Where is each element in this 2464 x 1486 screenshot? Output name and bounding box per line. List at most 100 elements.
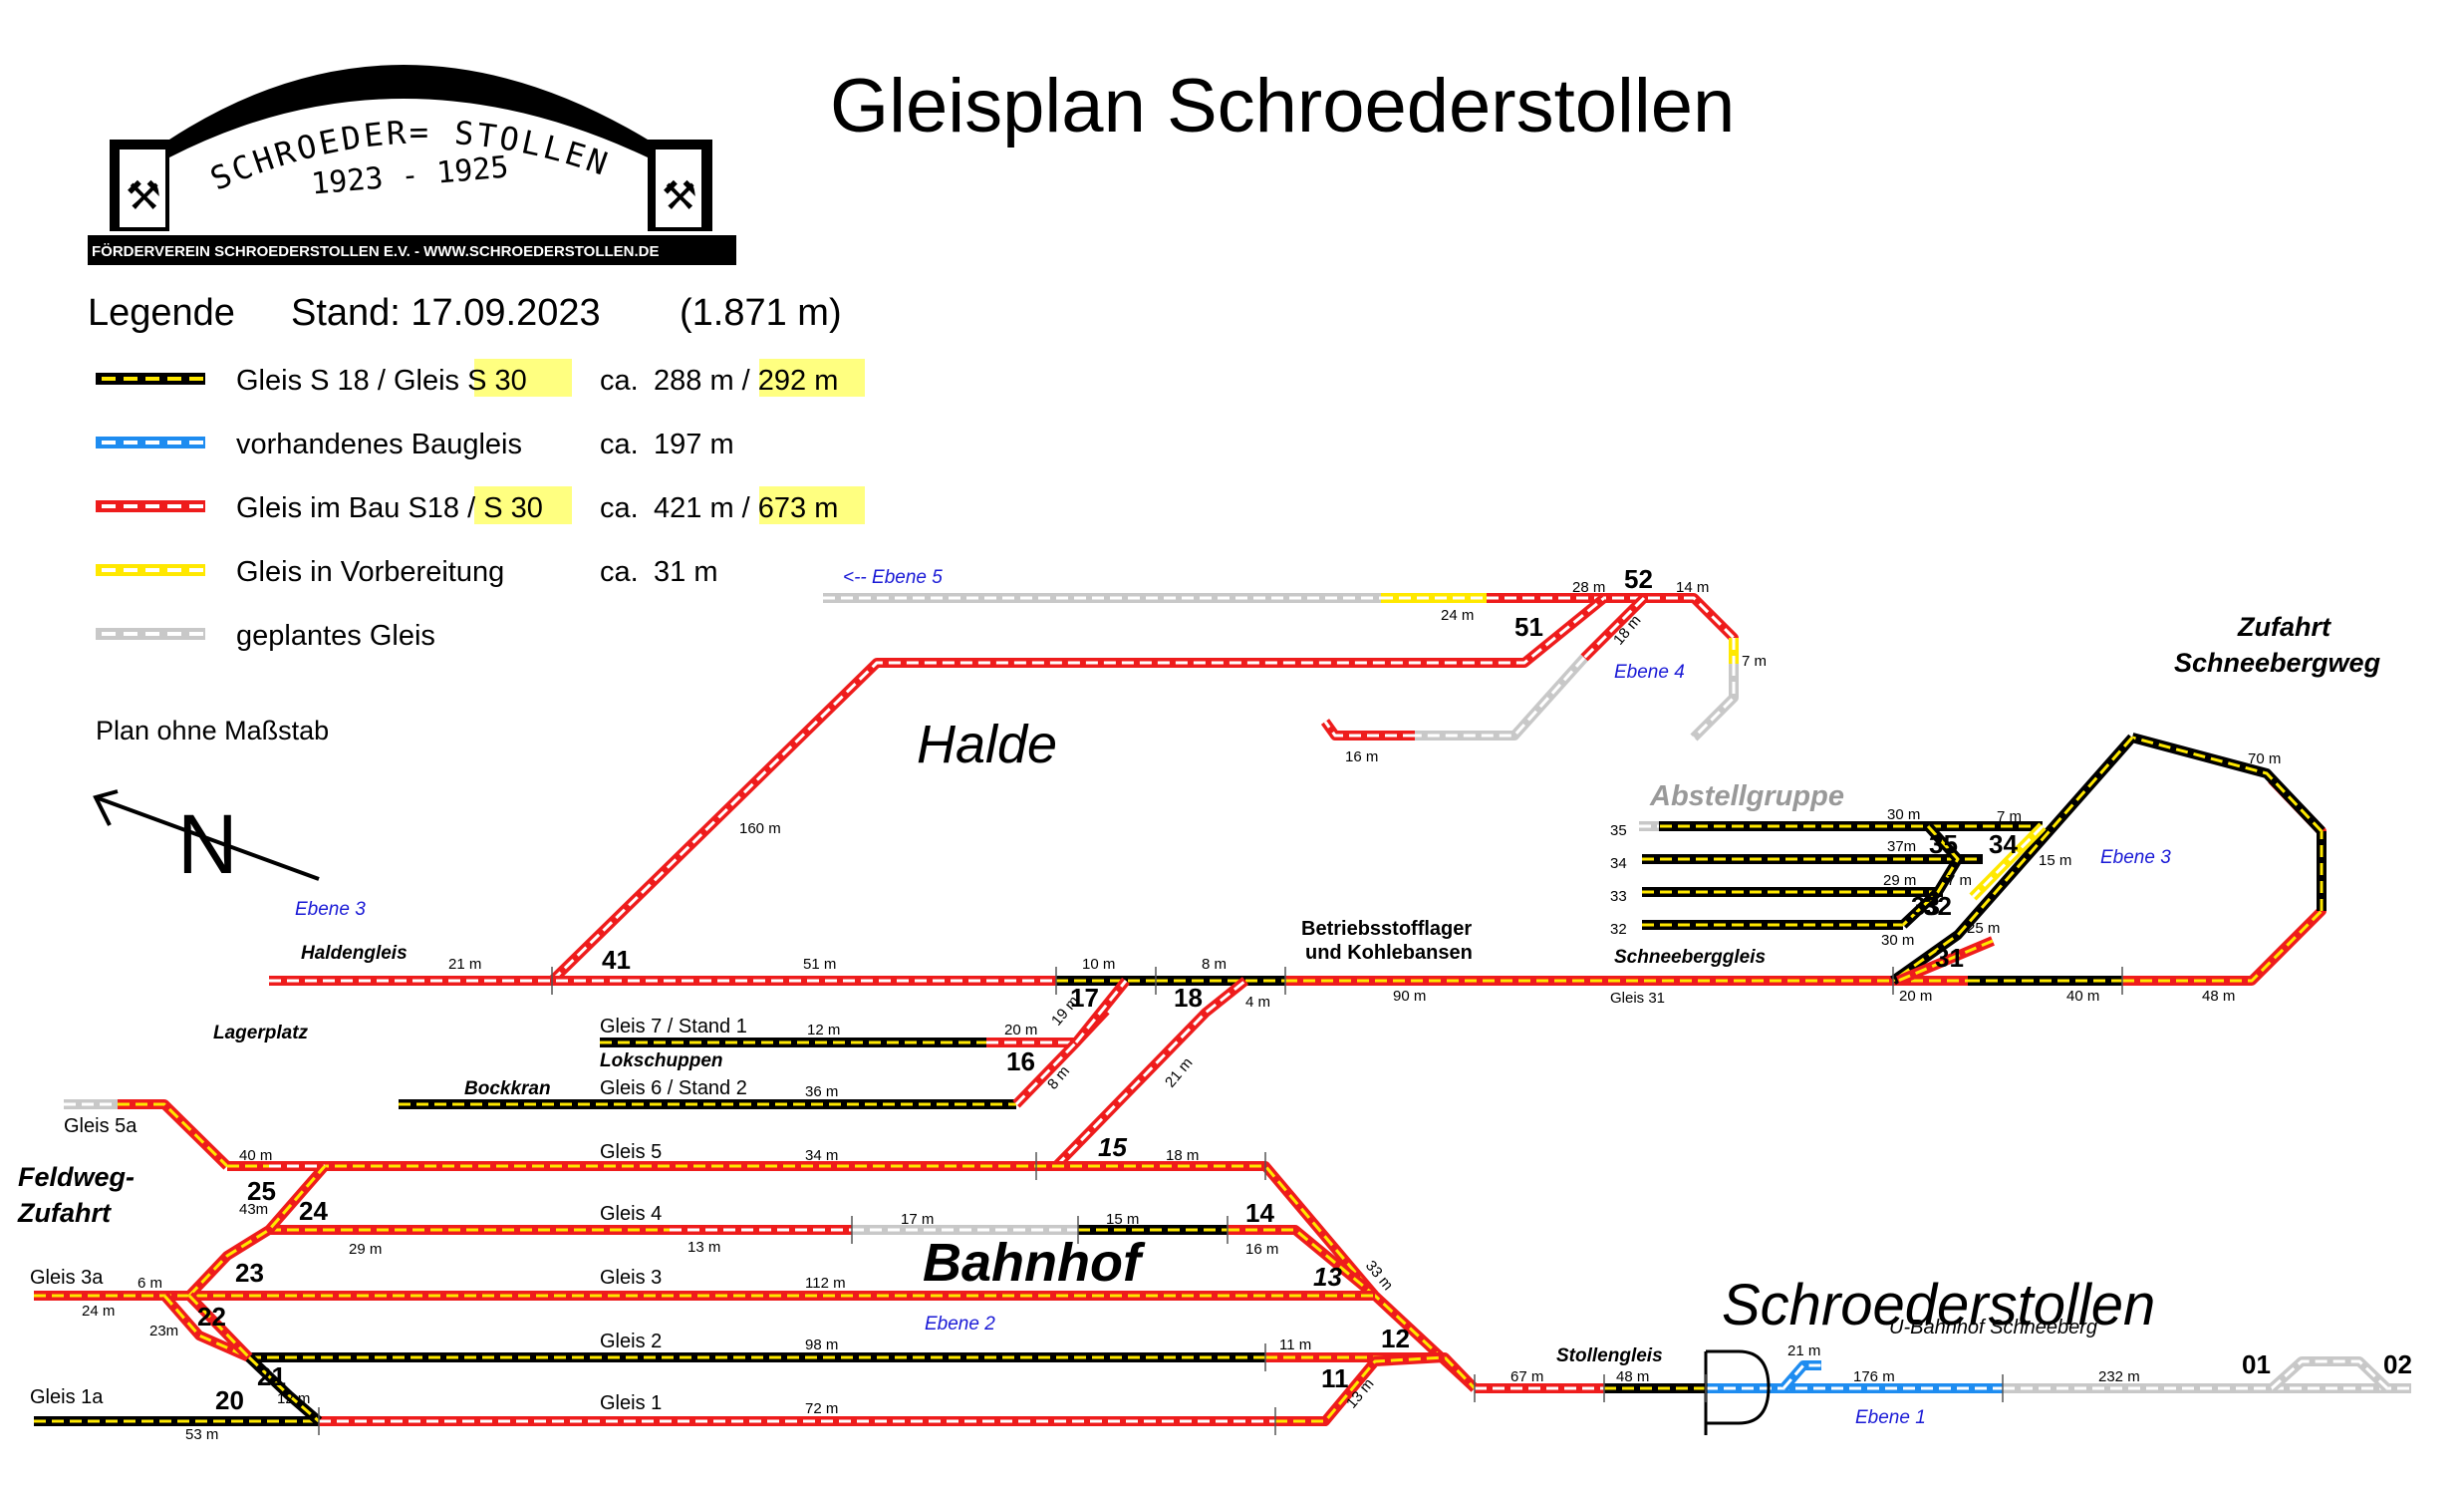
label-switches-t34: 34 bbox=[1610, 855, 1627, 872]
track-gleis1-13m-dash bbox=[1275, 1355, 1446, 1423]
track-zufahrt-diag-dash bbox=[1892, 737, 2134, 983]
label-measures-m48a: 48 m bbox=[2202, 988, 2235, 1005]
tunnel-portal-icon bbox=[1706, 1349, 1771, 1425]
track-gleis4-16m-dash bbox=[1228, 1228, 1376, 1298]
legend-length: 288 m / 292 m bbox=[654, 365, 838, 397]
logo-footer: FÖRDERVEREIN SCHROEDERSTOLLEN E.V. - WWW… bbox=[92, 243, 660, 260]
label-measures-m17: 17 m bbox=[901, 1211, 934, 1228]
label-measures-m21c: 21 m bbox=[1787, 1342, 1820, 1359]
track-e4-planned-dash bbox=[1692, 664, 1736, 740]
label-switches-s20: 20 bbox=[215, 1385, 244, 1415]
ebene-5: <-- Ebene 5 bbox=[843, 567, 943, 588]
legend-row: geplantes Gleis bbox=[96, 620, 435, 652]
label-measures-m30b: 30 m bbox=[1887, 806, 1920, 823]
track-19m-dash bbox=[1074, 980, 1128, 1043]
label-measures-m37: 37m bbox=[1887, 838, 1916, 855]
label-measures-m48b: 48 m bbox=[1616, 1368, 1649, 1385]
track-e4-planned bbox=[1690, 664, 1739, 742]
label-switches-s33: 33 bbox=[1911, 891, 1940, 921]
area-ubahnhof: U-Bahnhof Schneeberg bbox=[1889, 1317, 2097, 1338]
area-schroederstollen: Schroederstollen bbox=[1722, 1273, 2155, 1337]
label-measures-m29b: 29 m bbox=[349, 1241, 382, 1258]
label-switches-t32: 32 bbox=[1610, 921, 1627, 938]
label-measures-m10: 10 m bbox=[1082, 956, 1115, 973]
legend-length: 31 m bbox=[654, 556, 717, 588]
area-betrieb-2: und Kohlebansen bbox=[1305, 942, 1473, 964]
label-measures-m21b: 21 m bbox=[1162, 1054, 1196, 1090]
legend-ca: ca. bbox=[600, 365, 639, 397]
label-gleis_labels-g2: Gleis 2 bbox=[600, 1331, 662, 1352]
label-measures-m18a: 18 m bbox=[1610, 612, 1644, 648]
label-switches-s17: 17 bbox=[1070, 983, 1099, 1013]
legend-total: (1.871 m) bbox=[680, 292, 842, 334]
label-measures-m232: 232 m bbox=[2098, 1368, 2140, 1385]
label-measures-m67: 67 m bbox=[1510, 1368, 1543, 1385]
label-measures-m15a: 15 m bbox=[2039, 852, 2071, 869]
logo-hammer-left-icon: ⚒ bbox=[126, 173, 161, 219]
label-measures-m36: 36 m bbox=[805, 1083, 838, 1100]
track-e4-planned-2-dash bbox=[1415, 656, 1586, 738]
tracks bbox=[34, 593, 2411, 1426]
area-halde: Halde bbox=[917, 715, 1057, 774]
label-gleis_labels-g1: Gleis 1 bbox=[600, 1392, 662, 1414]
label-gleis_labels-g7: Gleis 7 / Stand 1 bbox=[600, 1016, 747, 1038]
page-title: Gleisplan Schroederstollen bbox=[830, 64, 1735, 149]
label-measures-m12b: 12 m bbox=[277, 1390, 310, 1407]
label-gleis_labels-g3a: Gleis 3a bbox=[30, 1267, 104, 1289]
label-measures-m25: 25 m bbox=[1967, 920, 2000, 937]
track-e4-16m bbox=[1320, 719, 1415, 741]
ebene-3-left: Ebene 3 bbox=[295, 899, 366, 920]
legend-highlight bbox=[474, 486, 572, 524]
label-switches-s32: 32 bbox=[1923, 891, 1952, 921]
label-measures-m14: 14 m bbox=[1676, 579, 1709, 596]
label-switches-p02: 02 bbox=[2383, 1349, 2412, 1379]
label-switches-s52: 52 bbox=[1624, 564, 1653, 594]
legend-length: 197 m bbox=[654, 429, 734, 460]
label-measures-m7c: 7 m bbox=[1742, 653, 1767, 670]
label-switches-t35: 35 bbox=[1610, 822, 1627, 839]
label-measures-m40a: 40 m bbox=[2066, 988, 2099, 1005]
label-measures-m160: 160 m bbox=[739, 820, 781, 837]
label-measures-m16b: 16 m bbox=[1245, 1241, 1278, 1258]
label-measures-m53: 53 m bbox=[185, 1426, 218, 1443]
logo: ⚒ ⚒ SCHROEDER= STOLLEN. 1923 - 1925 FÖRD… bbox=[0, 0, 736, 265]
label-gleis_labels-g1a: Gleis 1a bbox=[30, 1386, 104, 1408]
legend-stand: Stand: 17.09.2023 bbox=[291, 292, 601, 334]
label-measures-m12a: 12 m bbox=[807, 1022, 840, 1039]
label-measures-m40b: 40 m bbox=[239, 1147, 272, 1164]
label-gleis_labels-g4: Gleis 4 bbox=[600, 1203, 662, 1225]
legend: Legende Stand: 17.09.2023 (1.871 m) Glei… bbox=[88, 292, 865, 652]
label-switches-s14: 14 bbox=[1245, 1198, 1274, 1228]
label-measures-m51: 51 m bbox=[803, 956, 836, 973]
label-switches-s15: 15 bbox=[1098, 1132, 1127, 1162]
siding-ladder-2-dash bbox=[1971, 824, 2045, 899]
label-measures-m112: 112 m bbox=[805, 1275, 846, 1292]
track-ubahnhof-dash bbox=[2270, 1359, 2389, 1390]
label-switches-s12: 12 bbox=[1381, 1324, 1410, 1353]
label-measures-m28: 28 m bbox=[1572, 579, 1605, 596]
label-measures-m13a: 13 m bbox=[687, 1239, 720, 1256]
label-switches-s35: 35 bbox=[1929, 829, 1958, 859]
area-stollengleis: Stollengleis bbox=[1556, 1345, 1663, 1366]
label-measures-m18b: 18 m bbox=[1166, 1147, 1199, 1164]
label-measures-m15b: 15 m bbox=[1106, 1211, 1139, 1228]
ebene-4: Ebene 4 bbox=[1614, 662, 1685, 683]
label-switches-s16: 16 bbox=[1006, 1046, 1035, 1076]
label-measures-m20b: 20 m bbox=[1004, 1022, 1037, 1039]
label-switches-s41: 41 bbox=[602, 945, 631, 975]
track-baugleis-21m-dash bbox=[1781, 1363, 1821, 1389]
label-gleis_labels-g5: Gleis 5 bbox=[600, 1141, 662, 1163]
track-gleis5a-red-dash bbox=[118, 1102, 229, 1168]
label-measures-m98: 98 m bbox=[805, 1337, 838, 1353]
ebene-2: Ebene 2 bbox=[925, 1314, 995, 1335]
label-measures-m70: 70 m bbox=[2248, 750, 2281, 767]
label-gleis_labels-g5a: Gleis 5a bbox=[64, 1115, 137, 1137]
ebene-3-right: Ebene 3 bbox=[2100, 847, 2171, 868]
track-48m bbox=[2122, 775, 2327, 986]
legend-ca: ca. bbox=[600, 556, 639, 588]
label-switches-s11: 11 bbox=[1321, 1363, 1349, 1393]
legend-label: Gleis S 18 / Gleis S 30 bbox=[236, 365, 527, 397]
